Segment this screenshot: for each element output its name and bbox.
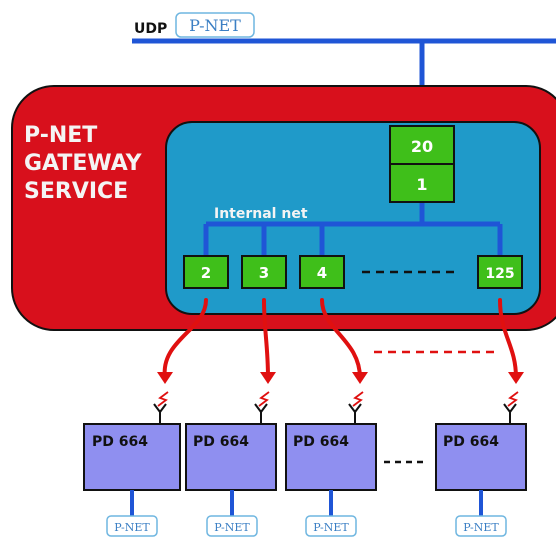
node-125	[477, 255, 523, 289]
device-1: PD 664	[83, 423, 181, 491]
device-1-pnet-tag	[106, 515, 158, 537]
device-1-pnet-text: P-NET	[114, 521, 150, 534]
radio-link-125	[498, 298, 518, 380]
node-1-label: 1	[416, 175, 427, 194]
node-4-label: 4	[317, 264, 327, 282]
lightning-icon	[258, 391, 270, 407]
device-4-pnet-tag	[455, 515, 507, 537]
device-4-pnet-text: P-NET	[463, 521, 499, 534]
node-4	[299, 255, 345, 289]
node-3-label: 3	[259, 264, 269, 282]
lightning-icon	[352, 391, 364, 407]
device-2: PD 664	[185, 423, 277, 491]
device-2-pnet-text: P-NET	[214, 521, 250, 534]
radio-arrowhead-2	[157, 372, 173, 384]
radio-arrowhead-3	[260, 372, 276, 384]
device-label: PD 664	[443, 434, 499, 450]
gateway-title-line1: P-NET	[24, 123, 97, 148]
node-1	[389, 163, 455, 203]
radio-arrowhead-125	[508, 372, 524, 384]
antenna-icon	[503, 403, 517, 424]
udp-label: UDP	[134, 21, 167, 37]
node-20-label: 20	[411, 137, 433, 156]
gateway-title-line3: SERVICE	[24, 179, 128, 204]
device-3-pnet-text: P-NET	[313, 521, 349, 534]
antenna-icon	[348, 403, 362, 424]
device-label: PD 664	[293, 434, 349, 450]
radio-link-3	[262, 298, 270, 380]
device-4: PD 664	[435, 423, 527, 491]
radio-link-2	[162, 298, 208, 380]
antenna-icon	[254, 403, 268, 424]
node-3	[241, 255, 287, 289]
device-label: PD 664	[92, 434, 148, 450]
internal-net-label: Internal net	[214, 206, 308, 222]
node-2	[183, 255, 229, 289]
udp-pnet-tag	[175, 12, 255, 38]
node-20	[389, 125, 455, 165]
radio-arrowhead-4	[352, 372, 368, 384]
antenna-icon	[153, 403, 167, 424]
lightning-icon	[157, 391, 169, 407]
device-label: PD 664	[193, 434, 249, 450]
device-3: PD 664	[285, 423, 377, 491]
gateway-title-line2: GATEWAY	[24, 151, 143, 176]
radio-link-4	[320, 298, 362, 380]
lightning-icon	[507, 391, 519, 407]
udp-pnet-tag-text: P-NET	[189, 16, 241, 35]
device-2-pnet-tag	[206, 515, 258, 537]
device-3-pnet-tag	[305, 515, 357, 537]
node-125-label: 125	[485, 266, 514, 282]
node-2-label: 2	[201, 264, 211, 282]
